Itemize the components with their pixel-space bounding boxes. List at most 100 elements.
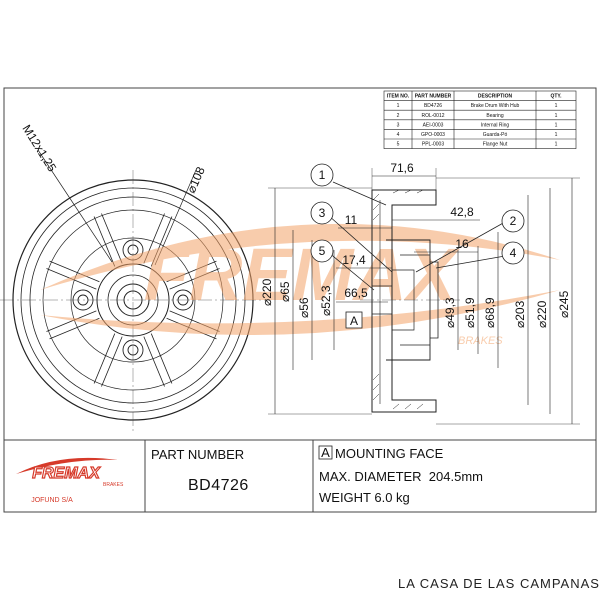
dim-52-3: ⌀52,3 xyxy=(319,285,333,316)
rib-edge-2-1 xyxy=(93,333,116,384)
callout-1-leader xyxy=(332,181,387,206)
parts-table-cell: AEI-0003 xyxy=(423,122,444,128)
section-diameter-dim-lines xyxy=(268,177,580,425)
callout-4-label: 4 xyxy=(510,246,517,260)
parts-table-cell: Brake Drum With Hub xyxy=(471,103,520,109)
rib-edge-4-1 xyxy=(49,260,100,283)
flange-nut-lines xyxy=(372,285,392,315)
rib-edge-5-0 xyxy=(93,216,116,267)
dim-68-9: ⌀68,9 xyxy=(483,297,497,328)
parts-table-cell: Internal Ring xyxy=(481,122,510,128)
parts-table-cell: 2 xyxy=(397,113,400,119)
parts-table-cell: 3 xyxy=(397,122,400,128)
parts-table-cell: PPL-0003 xyxy=(422,142,444,148)
mounting-face-text: MOUNTING FACE xyxy=(335,446,444,461)
dim-65: ⌀65 xyxy=(278,281,292,302)
dim-220-right: ⌀220 xyxy=(535,300,549,328)
watermark-sub: BRAKES xyxy=(458,335,503,347)
rib-edge-7-1 xyxy=(169,268,220,290)
dim-42-8: 42,8 xyxy=(450,205,474,219)
callout-5-label: 5 xyxy=(319,244,326,258)
parts-table-cell: 1 xyxy=(555,103,558,109)
callout-4-circle xyxy=(501,241,525,265)
callout-2-circle xyxy=(501,209,525,233)
mounting-face-box xyxy=(318,445,333,460)
mounting-face-box-label: A xyxy=(321,445,330,460)
mounting-face-marker: A xyxy=(350,314,358,328)
dim-220-left: ⌀220 xyxy=(260,278,274,306)
callout-4-leader xyxy=(435,255,506,269)
callout-2-label: 2 xyxy=(510,214,517,228)
parts-table-cell: 1 xyxy=(555,113,558,119)
dim-49-3: ⌀49,3 xyxy=(443,297,457,328)
parts-table-cell: 4 xyxy=(397,132,400,138)
rib-edge-3-1 xyxy=(46,310,97,332)
dim-11: 11 xyxy=(345,213,358,227)
dim-17-4: 17,4 xyxy=(342,253,366,267)
parts-table-header-cell: DESCRIPTION xyxy=(478,94,513,100)
logo-text: FREMAX xyxy=(32,465,101,482)
rib-edge-5-1 xyxy=(101,213,123,264)
parts-table-cell: Flange Nut xyxy=(483,142,508,148)
parts-table-cell: Bearing xyxy=(486,113,503,119)
rib-edge-7-0 xyxy=(166,260,217,283)
logo-sub: BRAKES xyxy=(103,482,124,488)
footer-text: LA CASA DE LAS CAMPANAS xyxy=(398,576,600,591)
max-diameter-text: MAX. DIAMETER 204.5mm xyxy=(319,469,483,484)
callout-1-circle xyxy=(310,163,334,187)
callout-5-leader xyxy=(327,251,375,291)
dim-66-5: 66,5 xyxy=(344,286,368,300)
callout-3-label: 3 xyxy=(319,206,326,220)
callout-3-leader xyxy=(327,214,393,273)
callout-1-label: 1 xyxy=(319,168,326,182)
parts-table-cell: 1 xyxy=(555,132,558,138)
callouts xyxy=(310,163,525,291)
bolt-circle-label: ⌀108 xyxy=(184,164,208,195)
ribs-group xyxy=(46,213,220,387)
logo-swoosh xyxy=(16,457,118,474)
rib-edge-1-0 xyxy=(150,333,173,384)
drum-shell-outline xyxy=(371,189,437,413)
parts-table-cell: GPO-0003 xyxy=(421,132,445,138)
dim-56: ⌀56 xyxy=(297,297,311,318)
parts-table-cell: 5 xyxy=(397,142,400,148)
parts-table-cell: 1 xyxy=(555,142,558,148)
parts-table-cell: 1 xyxy=(397,103,400,109)
parts-table-header-cell: ITEM NO. xyxy=(387,94,410,100)
parts-table-header-cell: QTY. xyxy=(550,94,562,100)
callout-5-circle xyxy=(310,239,334,263)
company-name: JOFUND S/A xyxy=(31,497,73,504)
parts-table-cells: ITEM NO. PART NUMBER DESCRIPTION QTY. 1 BD472… xyxy=(387,94,562,148)
callout-3-circle xyxy=(310,201,334,225)
dim-71-6: 71,6 xyxy=(390,161,414,175)
dim-51-9: ⌀51,9 xyxy=(463,297,477,328)
weight-text: WEIGHT 6.0 kg xyxy=(319,490,410,505)
parts-table-cell: 1 xyxy=(555,122,558,128)
mounting-face-marker-box xyxy=(345,311,363,329)
watermark-brand: FREMAX xyxy=(144,233,461,316)
part-number-label: PART NUMBER xyxy=(151,447,244,462)
callout-2-leader xyxy=(415,221,506,273)
parts-table-cell: Guarda-Pó xyxy=(483,132,508,138)
rib-edge-1-1 xyxy=(143,336,165,387)
thread-label: M12x1,25 xyxy=(19,122,59,174)
rib-edge-2-0 xyxy=(101,336,123,387)
front-view xyxy=(0,149,270,432)
dim-245: ⌀245 xyxy=(557,290,571,318)
section-length-dim-lines xyxy=(336,168,480,303)
thread-leader-line xyxy=(37,149,113,263)
part-number: BD4726 xyxy=(188,477,249,494)
parts-table-cell: ROL-0012 xyxy=(421,113,444,119)
parts-table-header-cell: PART NUMBER xyxy=(415,94,452,100)
dim-16: 16 xyxy=(455,237,469,251)
bearing-bore-lines xyxy=(400,254,430,346)
watermark: FREMAX BRAKES xyxy=(40,223,560,347)
dim-203: ⌀203 xyxy=(513,300,527,328)
section-hatching xyxy=(372,189,424,410)
watermark-swoosh-bottom xyxy=(40,290,560,335)
parts-table-grid xyxy=(383,90,577,149)
parts-table-cell: BD4726 xyxy=(424,103,442,109)
section-view xyxy=(360,189,460,413)
parts-table: ITEM NO. PART NUMBER DESCRIPTION QTY. 1 BD472… xyxy=(383,90,577,149)
